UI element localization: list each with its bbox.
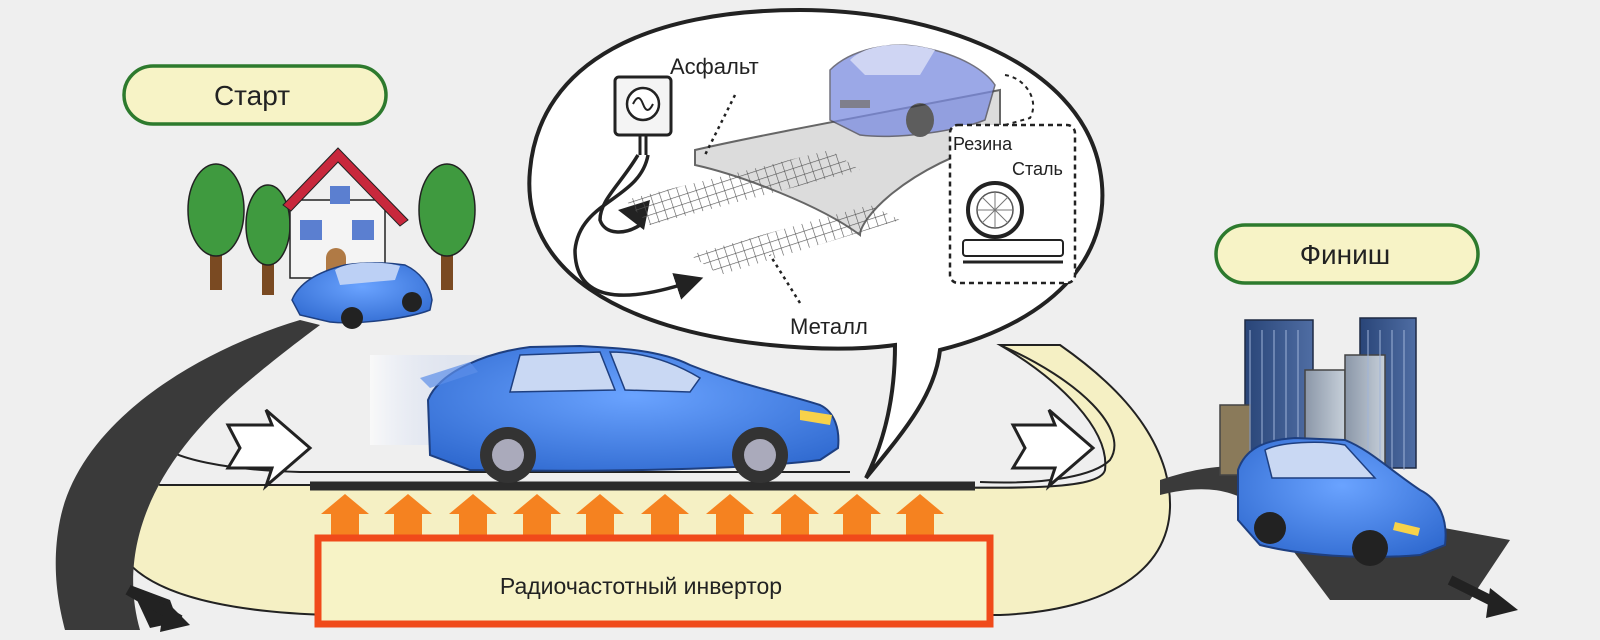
tree-icon xyxy=(246,185,290,295)
inverter-label: Радиочастотный инвертор xyxy=(500,573,782,599)
finish-road-arrow-icon xyxy=(1486,588,1518,618)
finish-label: Финиш xyxy=(1300,239,1391,270)
metal-label: Металл xyxy=(790,314,868,339)
asphalt-label: Асфальт xyxy=(670,54,759,79)
rubber-label: Резина xyxy=(953,134,1013,154)
start-label: Старт xyxy=(214,80,290,111)
tree-icon xyxy=(419,164,475,290)
direction-arrow-left-icon xyxy=(228,410,310,486)
steel-label: Сталь xyxy=(1012,159,1063,179)
car-icon-main xyxy=(370,346,838,483)
start-pill: Старт xyxy=(124,66,386,124)
house-icon xyxy=(283,148,408,278)
finish-pill: Финиш xyxy=(1216,225,1478,283)
tree-icon xyxy=(188,164,244,290)
